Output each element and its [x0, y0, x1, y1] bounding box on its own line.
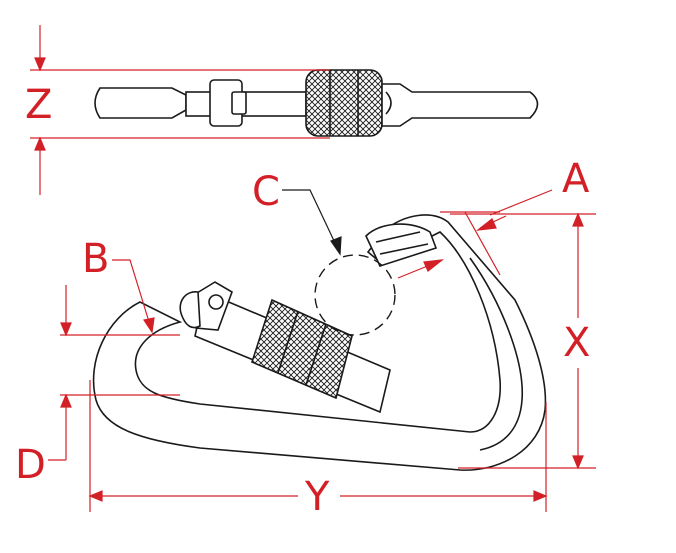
top-view [94, 69, 539, 137]
carabiner-nose-ridge [379, 243, 429, 255]
top-view-locking-sleeve [305, 69, 383, 137]
carabiner-body [92, 214, 547, 471]
carabiner-spine-inner [469, 257, 524, 451]
x-label: X [563, 320, 590, 366]
top-view-nose [381, 83, 539, 127]
x-dimension [450, 212, 596, 470]
carabiner-hinge-pin [208, 294, 224, 310]
top-view-hinge-cap [231, 91, 247, 115]
y-dimension [88, 380, 548, 512]
b-dimension [60, 259, 180, 396]
c-dimension [282, 189, 342, 256]
carabiner-sleeve-groove [277, 310, 299, 374]
a-label: A [562, 156, 590, 202]
z-label: Z [25, 82, 52, 128]
carabiner-sleeve-groove [305, 323, 327, 386]
d-label: D [15, 442, 46, 488]
carabiner-hinge-lever [179, 291, 201, 329]
top-view-spine-left [94, 87, 187, 119]
carabiner-frame-outer [92, 214, 547, 471]
carabiner-nose [365, 223, 438, 267]
c-label: C [252, 169, 280, 215]
a-dimension [397, 189, 553, 279]
carabiner-locking-sleeve [251, 298, 353, 400]
y-label: Y [304, 474, 330, 520]
b-extension-arrows [60, 285, 72, 337]
c-gate-opening-circle [314, 254, 396, 336]
top-view-nose-notch [385, 91, 392, 115]
carabiner-nose-ridge [375, 231, 421, 243]
d-dimension [48, 393, 72, 461]
z-dimension [30, 25, 330, 195]
b-label: B [82, 236, 109, 282]
